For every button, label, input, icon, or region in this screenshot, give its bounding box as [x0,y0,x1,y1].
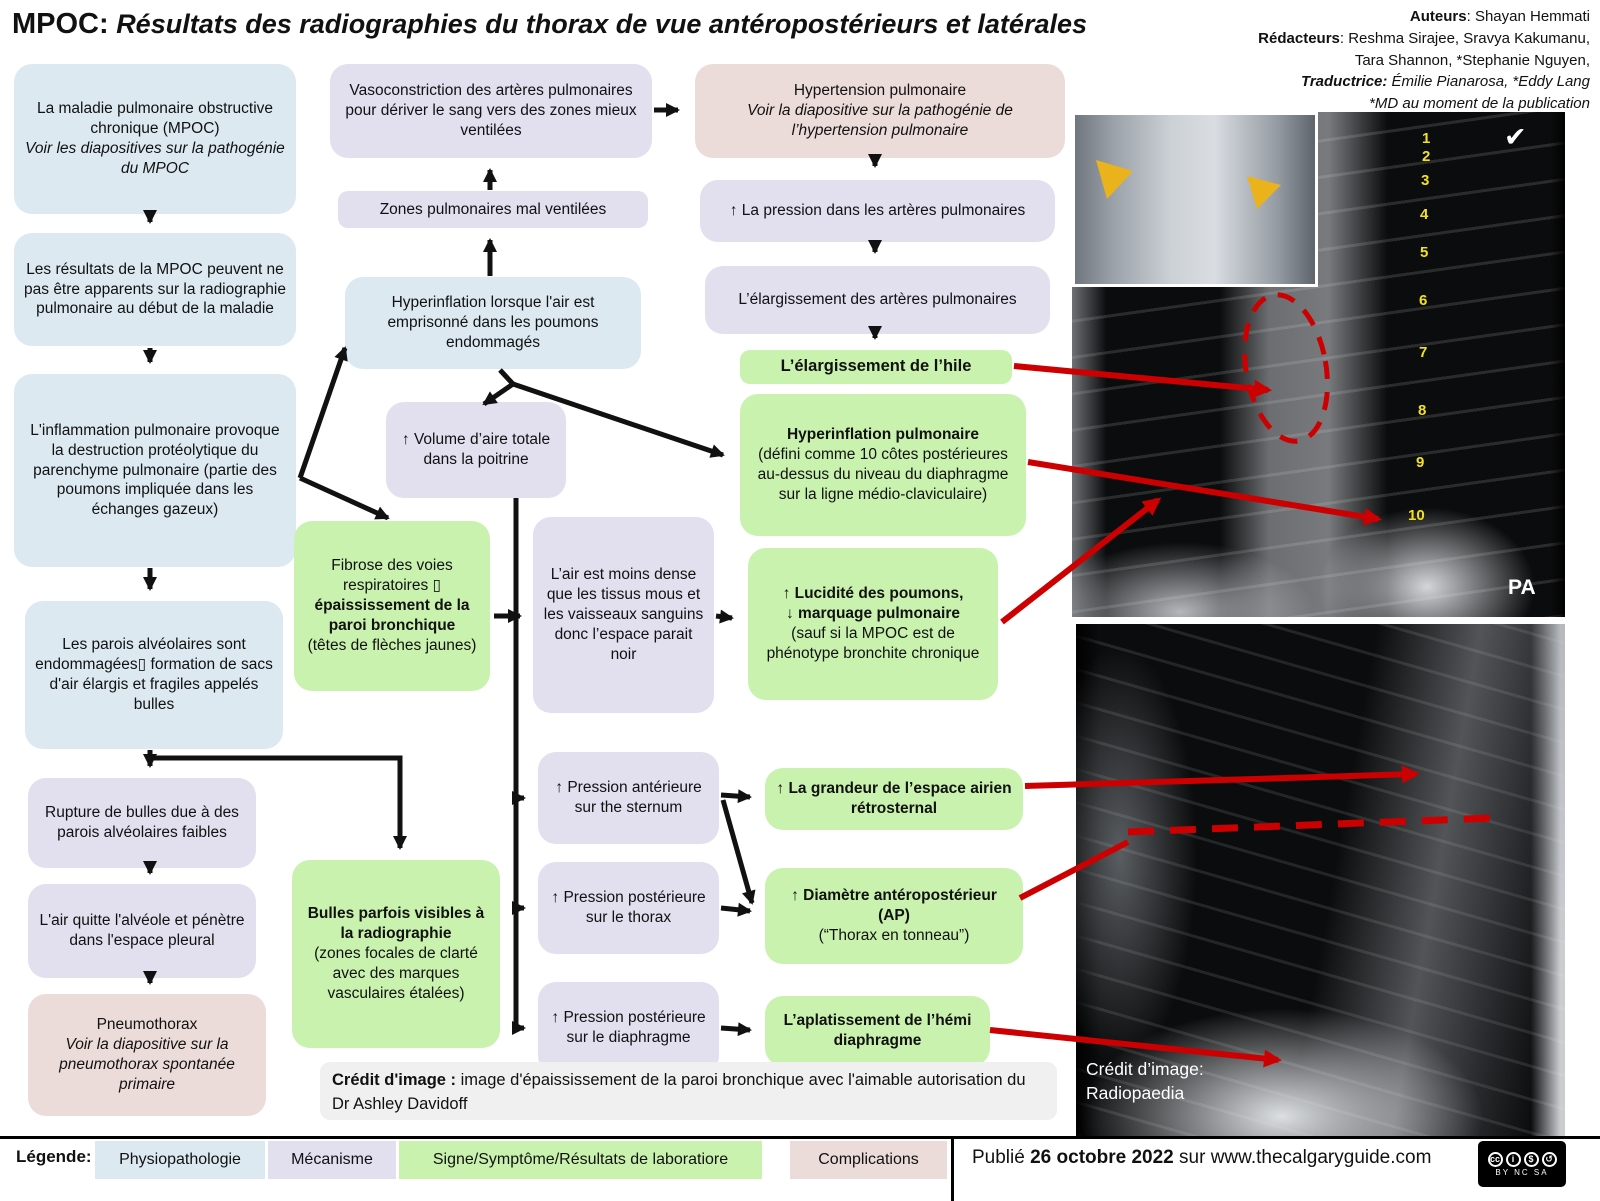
box-bulles-radiographie: Bulles parfois visibles à la radiographi… [292,860,500,1048]
rib-number-5: 5 [1420,244,1429,261]
rib-number-10: 10 [1408,507,1425,524]
authors-block: Auteurs: Shayan Hemmati Rédacteurs: Resh… [1030,6,1590,115]
box-air-moins-dense: L’air est moins dense que les tissus mou… [533,517,714,713]
authors-line: Auteurs: Shayan Hemmati [1409,8,1590,25]
radiopaedia-credit: Crédit d’image: Radiopaedia [1086,1059,1204,1103]
authors-line: Tara Shannon, *Stephanie Nguyen, [1354,51,1590,69]
checkmark-icon: ✔ [1504,122,1527,152]
box-elargissement-hile: L’élargissement de l’hile [740,350,1012,384]
box-pneumothorax: Pneumothorax Voir la diapositive sur la … [28,994,266,1116]
box-vasoconstriction: Vasoconstriction des artères pulmonaires… [330,64,652,158]
box-resultats: Les résultats de la MPOC peuvent ne pas … [14,233,296,346]
pa-view-label: PA [1508,576,1536,599]
cc-badge-text: BY NC SA [1495,1167,1549,1177]
box-lucidite: ↑ Lucidité des poumons, ↓ marquage pulmo… [748,548,998,700]
title-text: Résultats des radiographies du thorax de… [116,9,1088,39]
title-prefix: MPOC: [12,8,109,40]
legend-mecanisme: Mécanisme [268,1141,396,1179]
box-inflammation: L'inflammation pulmonaire provoque la de… [14,374,296,567]
legend-label: Légende: [16,1147,92,1166]
rib-number-8: 8 [1418,402,1427,419]
cc-nc-icon: $ [1523,1151,1539,1167]
box-parois-alveolaires: Les parois alvéolaires sont endommagées▯… [25,601,283,749]
creative-commons-badge: cc i $ ↺ BY NC SA [1478,1141,1566,1187]
legend-signe-symptome: Signe/Symptôme/Résultats de laboratiore [399,1141,762,1179]
box-elargissement-arteres: L’élargissement des artères pulmonaires [705,266,1050,334]
legend-physiopathologie: Physiopathologie [95,1141,265,1179]
box-copd-note: Voir les diapositives sur la pathogénie … [25,140,285,177]
divider-vertical [951,1136,954,1201]
box-zones-mal-ventilees: Zones pulmonaires mal ventilées [338,191,648,228]
divider-horizontal [0,1136,1600,1139]
authors-line: Rédacteurs: Reshma Sirajee, Sravya Kakum… [1258,29,1590,47]
rib-number-6: 6 [1419,292,1428,309]
box-rupture-bulles: Rupture de bulles due à des parois alvéo… [28,778,256,868]
box-hyperinflation-pulmonaire: Hyperinflation pulmonaire (défini comme … [740,394,1026,536]
rib-number-3: 3 [1421,172,1430,189]
box-aplatissement: L’aplatissement de l’hémi diaphragme [765,996,990,1066]
box-hyperinflation-air: Hyperinflation lorsque l'air est empriso… [345,277,641,369]
rib-number-7: 7 [1419,344,1428,361]
authors-line: *MD au moment de la publication [1369,95,1590,112]
box-pression-arteres: ↑ La pression dans les artères pulmonair… [700,180,1055,242]
box-fibrose: Fibrose des voies respiratoires ▯ épaiss… [294,521,490,691]
page-title: MPOC: Résultats des radiographies du tho… [12,8,1152,41]
box-volume-aire: ↑ Volume d’aire totale dans la poitrine [386,402,566,498]
rib-number-2: 2 [1422,148,1431,165]
rib-number-1: 1 [1422,130,1431,147]
box-diametre-ap: ↑ Diamètre antéropostérieur (AP) (“Thora… [765,868,1023,964]
authors-line: Traductrice: Émilie Pianarosa, *Eddy Lan… [1300,73,1590,91]
legend-complications: Complications [790,1141,947,1179]
box-copd-text: La maladie pulmonaire obstructive chroni… [36,100,274,138]
box-pression-sternum: ↑ Pression antérieure sur the sternum [538,752,719,844]
rib-number-4: 4 [1420,206,1429,223]
cc-icons: cc i $ ↺ [1487,1151,1557,1167]
bronchial-wall-inset-xray [1072,112,1318,287]
box-hypertension: Hypertension pulmonaire Voir la diaposit… [695,64,1065,158]
publication-line: Publié 26 octobre 2022 sur www.thecalgar… [972,1147,1432,1168]
box-air-quitte: L'air quitte l'alvéole et pénètre dans l… [28,884,256,978]
cc-by-icon: i [1505,1151,1521,1167]
box-espace-retrosternal: ↑ La grandeur de l’espace airien rétrost… [765,768,1023,830]
box-copd: La maladie pulmonaire obstructive chroni… [14,64,296,214]
box-pression-diaphragme: ↑ Pression postérieure sur le diaphragme [538,982,719,1074]
rib-number-9: 9 [1416,454,1425,471]
cc-icon: cc [1487,1151,1503,1167]
cc-sa-icon: ↺ [1541,1151,1557,1167]
image-credit: Crédit d'image : image d'épaississement … [320,1062,1057,1120]
box-pression-thorax: ↑ Pression postérieure sur le thorax [538,862,719,954]
